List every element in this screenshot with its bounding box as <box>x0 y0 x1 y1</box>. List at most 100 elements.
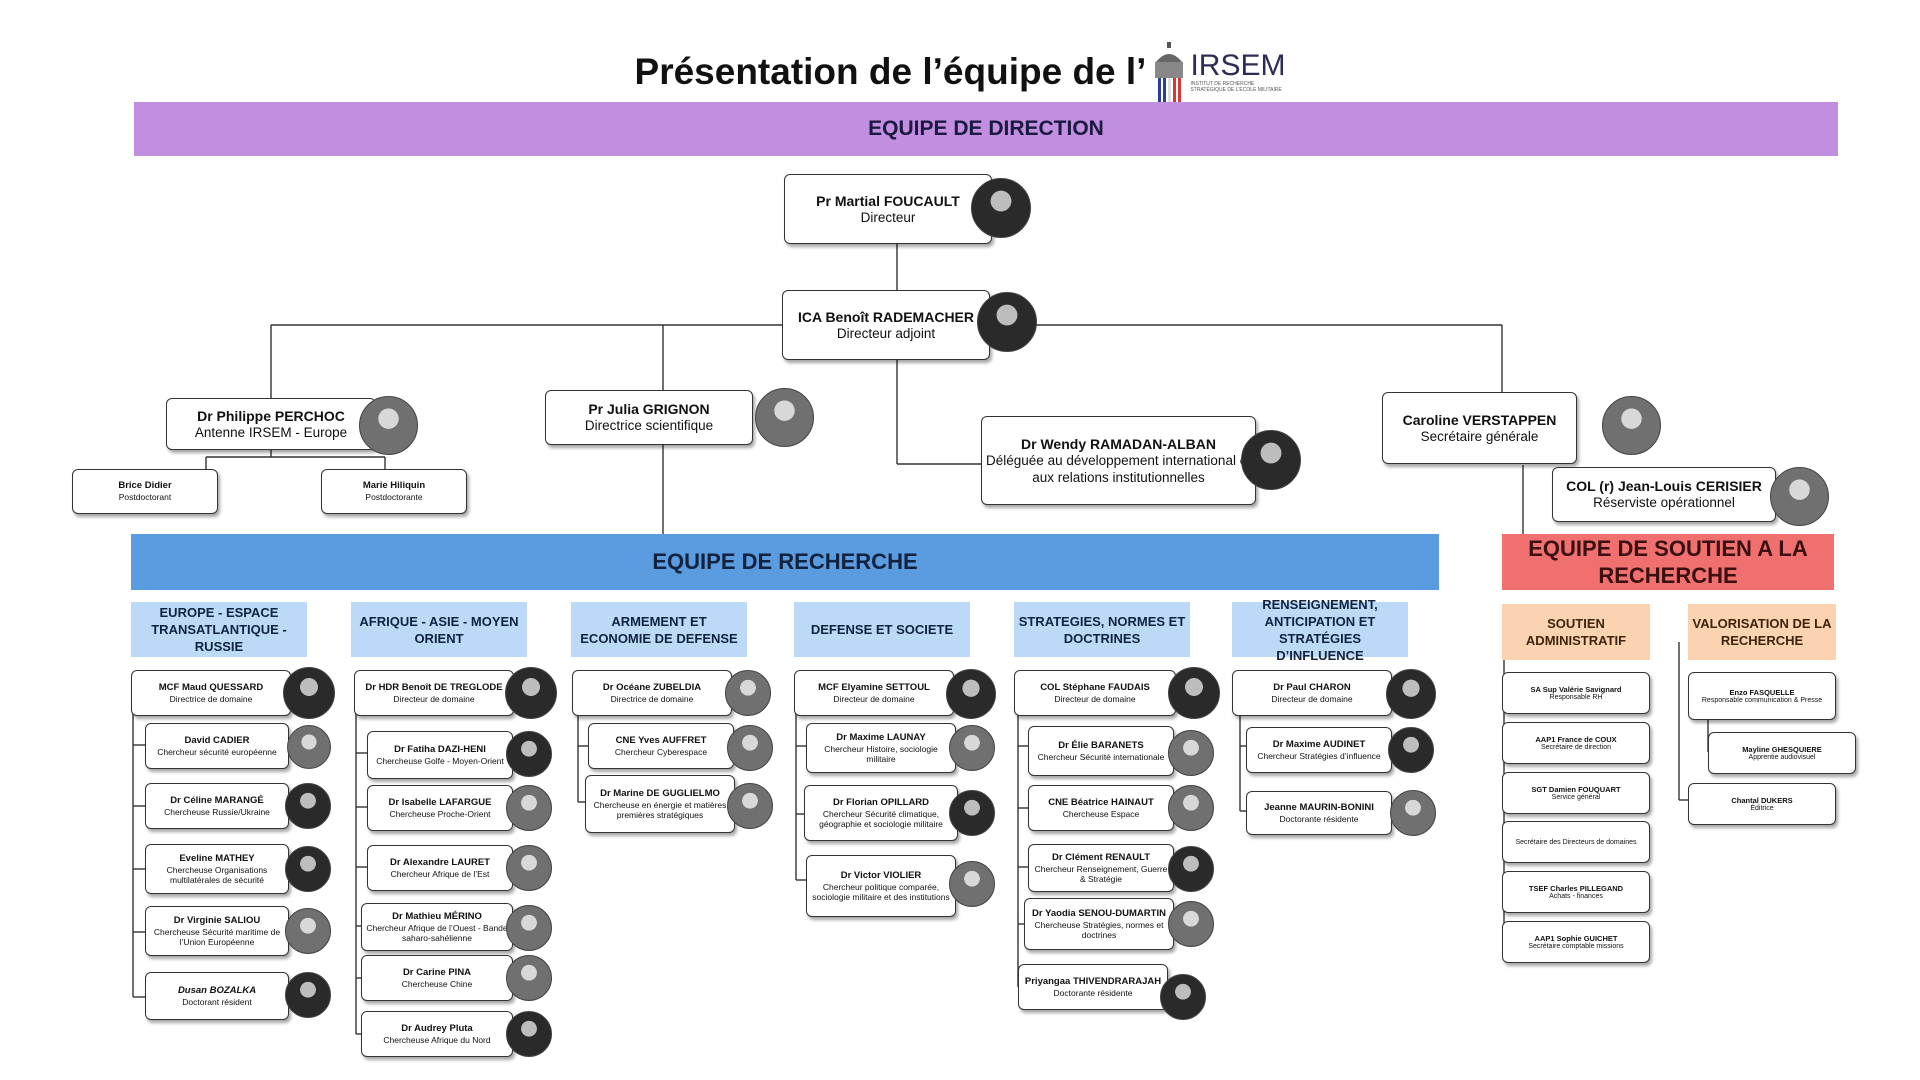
member-card: Eveline MATHEY Chercheuse Organisations … <box>145 844 289 894</box>
member-card: Dr Carine PINA Chercheuse Chine <box>361 955 513 1001</box>
avatar <box>506 1011 552 1057</box>
band-recherche: EQUIPE DE RECHERCHE <box>131 534 1439 590</box>
node-deputy-director: ICA Benoît RADEMACHER Directeur adjoint <box>782 290 990 360</box>
avatar <box>949 790 995 836</box>
member-card: CNE Yves AUFFRET Chercheur Cyberespace <box>588 723 734 769</box>
logo-wordmark: IRSEM <box>1190 49 1286 82</box>
member-card: COL Stéphane FAUDAIS Directeur de domain… <box>1014 670 1176 716</box>
avatar <box>506 955 552 1001</box>
avatar <box>1160 974 1206 1020</box>
avatar <box>1241 430 1301 490</box>
member-card: Dr Florian OPILLARD Chercheur Sécurité c… <box>804 785 958 841</box>
member-card: Dr Maxime LAUNAY Chercheur Histoire, soc… <box>806 723 956 773</box>
member-card: Dr Mathieu MÉRINO Chercheur Afrique de l… <box>361 903 513 951</box>
page-title: Présentation de l’équipe de l’ IRSEM INS… <box>0 40 1920 104</box>
avatar <box>977 292 1037 352</box>
domain-header-strategies: STRATEGIES, NORMES ET DOCTRINES <box>1014 602 1190 657</box>
member-card: TSEF Charles PILLEGAND Achats - finances <box>1502 871 1650 913</box>
support-header-admin: SOUTIEN ADMINISTRATIF <box>1502 604 1650 660</box>
member-card: Dr Clément RENAULT Chercheur Renseigneme… <box>1028 844 1174 892</box>
member-card: Dr HDR Benoît DE TREGLODE Directeur de d… <box>354 670 514 716</box>
band-soutien: EQUIPE DE SOUTIEN A LA RECHERCHE <box>1502 534 1834 590</box>
member-card: SA Sup Valérie Savignard Responsable RH <box>1502 672 1650 714</box>
node-postdoc-didier: Brice Didier Postdoctorant <box>72 469 218 514</box>
member-card: Dr Yaodia SENOU-DUMARTIN Chercheuse Stra… <box>1024 898 1174 950</box>
avatar <box>1388 727 1434 773</box>
member-card: SGT Damien FOUQUART Service général <box>1502 772 1650 814</box>
avatar <box>725 670 771 716</box>
member-card: Dr Océane ZUBELDIA Directrice de domaine <box>572 670 732 716</box>
member-card: Dr Maxime AUDINET Chercheur Stratégies d… <box>1246 727 1392 773</box>
member-card: Secrétaire des Directeurs de domaines <box>1502 821 1650 863</box>
member-card: Dr Victor VIOLIER Chercheur politique co… <box>806 855 956 917</box>
member-card: David CADIER Chercheur sécurité européen… <box>145 723 289 769</box>
avatar <box>359 396 418 455</box>
avatar <box>949 725 995 771</box>
domain-header-renseignement: RENSEIGNEMENT, ANTICIPATION ET STRATÉGIE… <box>1232 597 1408 663</box>
node-secretary-general: Caroline VERSTAPPEN Secrétaire générale <box>1382 392 1577 464</box>
avatar <box>1602 396 1661 455</box>
member-card: Chantal DUKERS Éditrice <box>1688 783 1836 825</box>
node-international-delegate: Dr Wendy RAMADAN-ALBAN Déléguée au dével… <box>981 416 1256 505</box>
avatar <box>285 972 331 1018</box>
avatar <box>1770 467 1829 526</box>
band-direction: EQUIPE DE DIRECTION <box>134 102 1838 156</box>
domain-header-afrique: AFRIQUE - ASIE - MOYEN ORIENT <box>351 602 527 657</box>
member-card: AAP1 France de COUX Secrétaire de direct… <box>1502 722 1650 764</box>
avatar <box>1168 846 1214 892</box>
support-header-valorisation: VALORISATION DE LA RECHERCHE <box>1688 604 1836 660</box>
avatar <box>506 785 552 831</box>
member-card: Dr Fatiha DAZI-HENI Chercheuse Golfe - M… <box>367 731 513 779</box>
irsem-logo: IRSEM INSTITUT DE RECHERCHE STRATÉGIQUE … <box>1152 40 1285 104</box>
logo-subtitle: INSTITUT DE RECHERCHE STRATÉGIQUE DE L'É… <box>1190 81 1282 93</box>
member-card: Mayline GHESQUIERE Apprentie audiovisuel <box>1708 732 1856 774</box>
node-scientific-director: Pr Julia GRIGNON Directrice scientifique <box>545 390 753 445</box>
member-card: Dr Alexandre LAURET Chercheur Afrique de… <box>367 845 513 891</box>
member-card: Dr Paul CHARON Directeur de domaine <box>1232 670 1392 716</box>
avatar <box>1386 669 1436 719</box>
domain-header-armement: ARMEMENT ET ECONOMIE DE DEFENSE <box>571 602 747 657</box>
avatar <box>971 178 1031 238</box>
member-card: MCF Maud QUESSARD Directrice de domaine <box>131 670 291 716</box>
avatar <box>1168 901 1214 947</box>
avatar <box>506 845 552 891</box>
avatar <box>949 861 995 907</box>
avatar <box>285 783 331 829</box>
avatar <box>283 667 335 719</box>
member-card: Dr Virginie SALIOU Chercheuse Sécurité m… <box>145 906 289 956</box>
node-reserviste: COL (r) Jean-Louis CERISIER Réserviste o… <box>1552 467 1776 522</box>
avatar <box>727 783 773 829</box>
node-antenne-europe: Dr Philippe PERCHOC Antenne IRSEM - Euro… <box>166 398 376 450</box>
member-card: AAP1 Sophie GUICHET Secrétaire comptable… <box>1502 921 1650 963</box>
avatar <box>946 669 996 719</box>
node-director: Pr Martial FOUCAULT Directeur <box>784 174 992 244</box>
member-card: Dr Élie BARANETS Chercheur Sécurité inte… <box>1028 726 1174 776</box>
member-card: CNE Béatrice HAINAUT Chercheuse Espace <box>1028 785 1174 831</box>
member-card: Jeanne MAURIN-BONINI Doctorante résident… <box>1246 791 1392 835</box>
avatar <box>285 846 331 892</box>
avatar <box>1168 667 1220 719</box>
avatar <box>285 908 331 954</box>
irsem-building-icon <box>1155 42 1184 102</box>
avatar <box>1390 790 1436 836</box>
node-postdoc-hiliquin: Marie Hiliquin Postdoctorante <box>321 469 467 514</box>
avatar <box>1168 785 1214 831</box>
avatar <box>505 667 557 719</box>
member-card: Dr Marine DE GUGLIELMO Chercheuse en éne… <box>585 775 735 833</box>
avatar <box>1168 730 1214 776</box>
avatar <box>506 905 552 951</box>
member-card: Dr Isabelle LAFARGUE Chercheuse Proche-O… <box>367 785 513 831</box>
member-card: Dr Céline MARANGÉ Chercheuse Russie/Ukra… <box>145 783 289 829</box>
avatar <box>727 725 773 771</box>
member-card: Priyangaa THIVENDRARAJAH Doctorante rési… <box>1018 964 1168 1010</box>
avatar <box>506 731 552 777</box>
member-card: Enzo FASQUELLE Responsable communication… <box>1688 672 1836 720</box>
domain-header-europe: EUROPE - ESPACE TRANSATLANTIQUE - RUSSIE <box>131 602 307 657</box>
member-card: Dusan BOZALKA Doctorant résident <box>145 972 289 1020</box>
domain-header-defense: DEFENSE ET SOCIETE <box>794 602 970 657</box>
avatar <box>287 725 331 769</box>
member-card: Dr Audrey Pluta Chercheuse Afrique du No… <box>361 1011 513 1057</box>
avatar <box>755 388 814 447</box>
member-card: MCF Elyamine SETTOUL Directeur de domain… <box>794 670 954 716</box>
